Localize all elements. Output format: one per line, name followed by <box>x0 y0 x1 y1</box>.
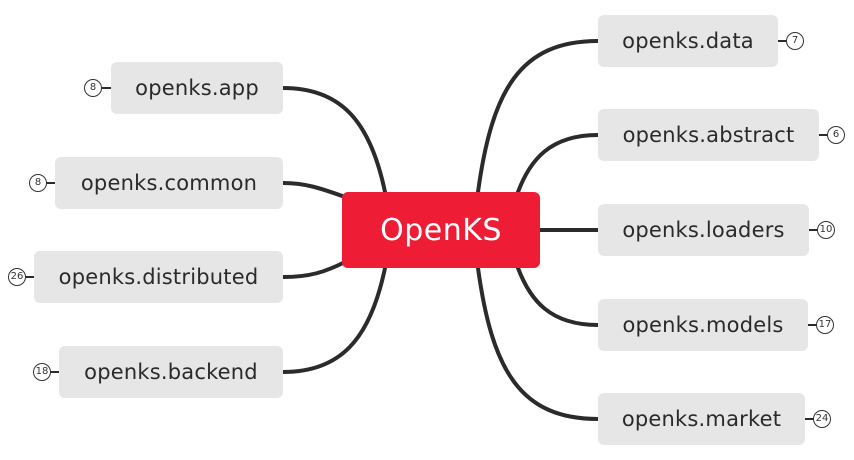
branch-label-models: openks.models <box>622 313 784 337</box>
branch-node-abstract[interactable]: openks.abstract <box>598 109 819 161</box>
count-badge-abstract: 6 <box>827 126 845 144</box>
count-badge-loaders: 10 <box>817 221 835 239</box>
count-badge-distributed: 26 <box>8 268 26 286</box>
branch-label-abstract: openks.abstract <box>622 123 795 147</box>
count-badge-market: 24 <box>813 410 831 428</box>
branch-label-distributed: openks.distributed <box>58 265 259 289</box>
branch-node-models[interactable]: openks.models <box>598 299 808 351</box>
connector-models <box>516 266 600 327</box>
count-badge-models: 17 <box>816 316 834 334</box>
connector-distributed <box>281 260 347 279</box>
root-node[interactable]: OpenKS <box>342 192 540 268</box>
count-badge-data: 7 <box>786 32 804 50</box>
branch-node-app[interactable]: openks.app <box>111 62 283 114</box>
connector-app <box>281 86 387 194</box>
branch-node-common[interactable]: openks.common <box>55 157 283 209</box>
count-badge-backend: 18 <box>33 363 51 381</box>
branch-node-data[interactable]: openks.data <box>598 15 778 67</box>
branch-node-backend[interactable]: openks.backend <box>59 346 283 398</box>
count-badge-app: 8 <box>84 79 102 97</box>
connector-data <box>476 39 600 194</box>
branch-node-distributed[interactable]: openks.distributed <box>34 251 283 303</box>
count-badge-common: 8 <box>29 174 47 192</box>
branch-label-data: openks.data <box>622 29 754 53</box>
branch-label-backend: openks.backend <box>84 360 258 384</box>
branch-label-market: openks.market <box>621 407 782 431</box>
connector-backend <box>281 266 387 374</box>
branch-node-loaders[interactable]: openks.loaders <box>598 204 809 256</box>
connector-market <box>476 266 600 421</box>
branch-label-app: openks.app <box>135 76 259 100</box>
connector-abstract <box>516 133 600 194</box>
branch-label-loaders: openks.loaders <box>622 218 785 242</box>
branch-label-common: openks.common <box>80 171 258 195</box>
root-node-label: OpenKS <box>380 212 502 248</box>
branch-node-market[interactable]: openks.market <box>598 393 805 445</box>
connector-common <box>281 181 347 199</box>
